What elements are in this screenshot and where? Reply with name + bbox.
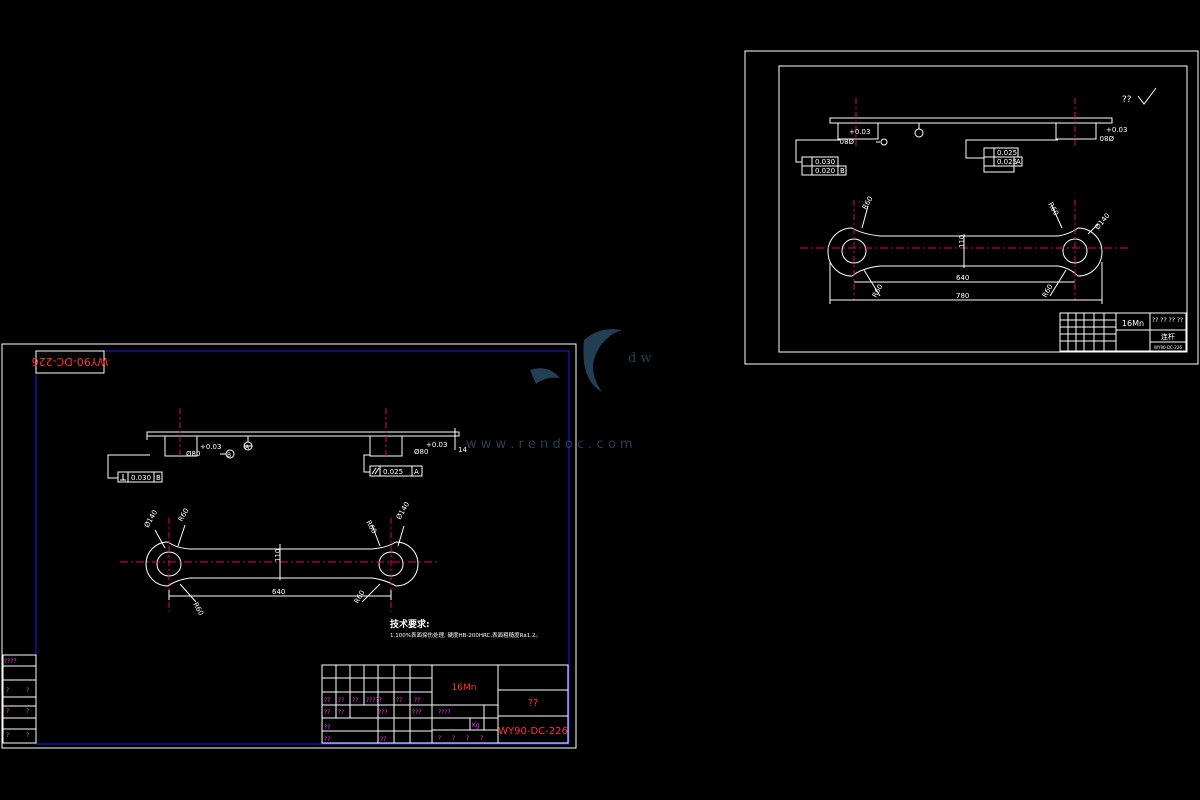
- right-dim-r-top-left: R60: [861, 195, 875, 211]
- title-block-cell: ??: [324, 709, 330, 716]
- datum-a-label: A: [245, 444, 250, 451]
- dim-tol-left: +0.03: [200, 443, 221, 451]
- left-sheet: [1, 343, 577, 749]
- right-title-block: [1059, 312, 1187, 352]
- dim-r-top-left: R60: [177, 507, 191, 523]
- left-gdt-parallelism: [369, 465, 423, 477]
- right-gdt-left-2-datum: B: [840, 167, 845, 175]
- watermark-logo-swoosh: [530, 368, 560, 384]
- side-table-cell: ?: [26, 708, 29, 715]
- right-title-material: 16Mn: [1122, 319, 1144, 328]
- side-table-cell: ?: [6, 732, 9, 739]
- title-block-cell: ??: [338, 697, 344, 704]
- title-block-cell: ??: [324, 697, 330, 704]
- right-gdt-right: [983, 147, 1023, 173]
- title-block-drawing-number: WY90-DC-226: [498, 726, 568, 737]
- watermark-url: w w w . r e n d o c . c o m: [466, 437, 633, 452]
- right-gdt-left-1: 0.030: [815, 158, 835, 166]
- dim-width: 110: [274, 549, 282, 562]
- right-sheet: [744, 50, 1199, 365]
- right-sheet-text: ?? +0.03 Ø80 +0.03 Ø80 0.030 0.020 B 0.0…: [815, 95, 1183, 350]
- title-block-cell: ?: [452, 735, 455, 742]
- right-dim-dia-right: Ø80: [1100, 134, 1114, 142]
- right-gdt-right-2-datum: A: [1016, 158, 1021, 166]
- gdt-par-value: 0.025: [383, 468, 403, 476]
- gdt-perp-datum: B: [156, 474, 161, 482]
- side-table-cell: ?: [6, 687, 9, 694]
- datum-b-label: B: [227, 452, 231, 459]
- right-title-name: 连杆: [1161, 332, 1175, 341]
- title-block-cell: ??: [338, 709, 344, 716]
- side-table-cell: ?: [6, 708, 9, 715]
- right-dim-r-top-right: R60: [1046, 201, 1060, 217]
- title-block-cell: ???: [378, 709, 388, 716]
- left-title-block: [321, 664, 569, 744]
- title-block-cell: ?: [466, 735, 469, 742]
- dim-r-bot-left: R60: [191, 601, 205, 617]
- dim-r-bot-right: R60: [353, 589, 367, 605]
- right-title-header-marks: ?? ?? ?? ??: [1152, 317, 1183, 324]
- title-block-cell: ??: [380, 736, 386, 743]
- title-block-cell: ??: [324, 724, 330, 731]
- right-top-view: [795, 87, 1157, 163]
- title-block-cell: ??: [324, 736, 330, 743]
- title-block-cell: ??: [352, 697, 358, 704]
- left-gdt-perpendicularity: [117, 471, 163, 483]
- side-table-cell: ?: [26, 732, 29, 739]
- dim-dia-right: Ø80: [414, 448, 428, 456]
- dim-d-top-right: Ø140: [395, 501, 411, 521]
- side-table-cell: ?: [26, 687, 29, 694]
- title-block-cell: ???: [412, 709, 422, 716]
- title-block-cell: ??: [414, 697, 420, 704]
- dim-center-distance: 640: [272, 588, 285, 596]
- right-gdt-left-2: 0.020: [815, 167, 835, 175]
- dim-thickness: 14: [458, 446, 467, 454]
- left-drawing-number-top: WY90-DC-226: [32, 355, 109, 368]
- right-dim-width: 110: [958, 235, 966, 248]
- right-sheet-outer-border: [744, 50, 1199, 365]
- tech-req-title: 技术要求:: [390, 618, 430, 630]
- right-title-drawing-number: WY90-DC-226: [1154, 345, 1182, 350]
- left-top-view: [107, 408, 460, 479]
- right-gdt-right-1: 0.025: [997, 149, 1017, 157]
- title-block-name: ??: [528, 698, 539, 709]
- right-roughness-symbol-text: ??: [1122, 95, 1132, 105]
- right-dim-tol-right: +0.03: [1106, 126, 1127, 134]
- right-link-front-view: [800, 200, 1130, 304]
- title-block-cell: ?: [480, 735, 483, 742]
- left-link-front-view: [120, 518, 440, 612]
- title-block-cell: ?: [438, 735, 441, 742]
- right-sheet-inner-frame: [778, 65, 1188, 353]
- dim-r-top-right: R60: [364, 519, 378, 535]
- side-table-cell: ????: [4, 658, 17, 665]
- right-dim-d-right: Ø140: [1093, 212, 1111, 232]
- title-block-cell: ??: [396, 697, 402, 704]
- left-sheet-inner-frame: [35, 350, 570, 745]
- right-gdt-right-2: 0.025: [997, 158, 1017, 166]
- gdt-par-datum: A: [414, 468, 419, 476]
- right-dim-tol-left: +0.03: [849, 128, 870, 136]
- dim-d-top-left: Ø140: [143, 509, 159, 529]
- title-block-weight: Kg: [472, 722, 480, 729]
- left-sheet-outer-border: [1, 343, 577, 749]
- watermark-logo-swoosh: [583, 329, 622, 392]
- watermark: d w w w w . r e n d o c . c o m: [466, 329, 652, 452]
- title-block-cell: ?????: [366, 697, 382, 704]
- right-dim-dia-left: Ø80: [840, 137, 854, 145]
- right-dim-overall: 780: [956, 292, 969, 300]
- watermark-letters: d w: [628, 351, 652, 366]
- title-block-material: 16Mn: [452, 683, 477, 693]
- right-dim-center-distance: 640: [956, 274, 969, 282]
- gdt-perp-value: 0.030: [131, 474, 151, 482]
- right-gdt-left: [801, 156, 847, 176]
- right-dim-r-bot-left: R60: [871, 283, 885, 299]
- left-drawing-number-box: [35, 350, 105, 374]
- dim-dia-left: Ø80: [186, 450, 200, 458]
- dim-tol-right: +0.03: [426, 441, 447, 449]
- left-side-table: [2, 654, 37, 744]
- title-block-cell: ????: [438, 709, 451, 716]
- tech-req-body: 1.100%表面探伤处理, 硬度HB-200HRC,表面粗糙度Ra1.2。: [390, 631, 541, 639]
